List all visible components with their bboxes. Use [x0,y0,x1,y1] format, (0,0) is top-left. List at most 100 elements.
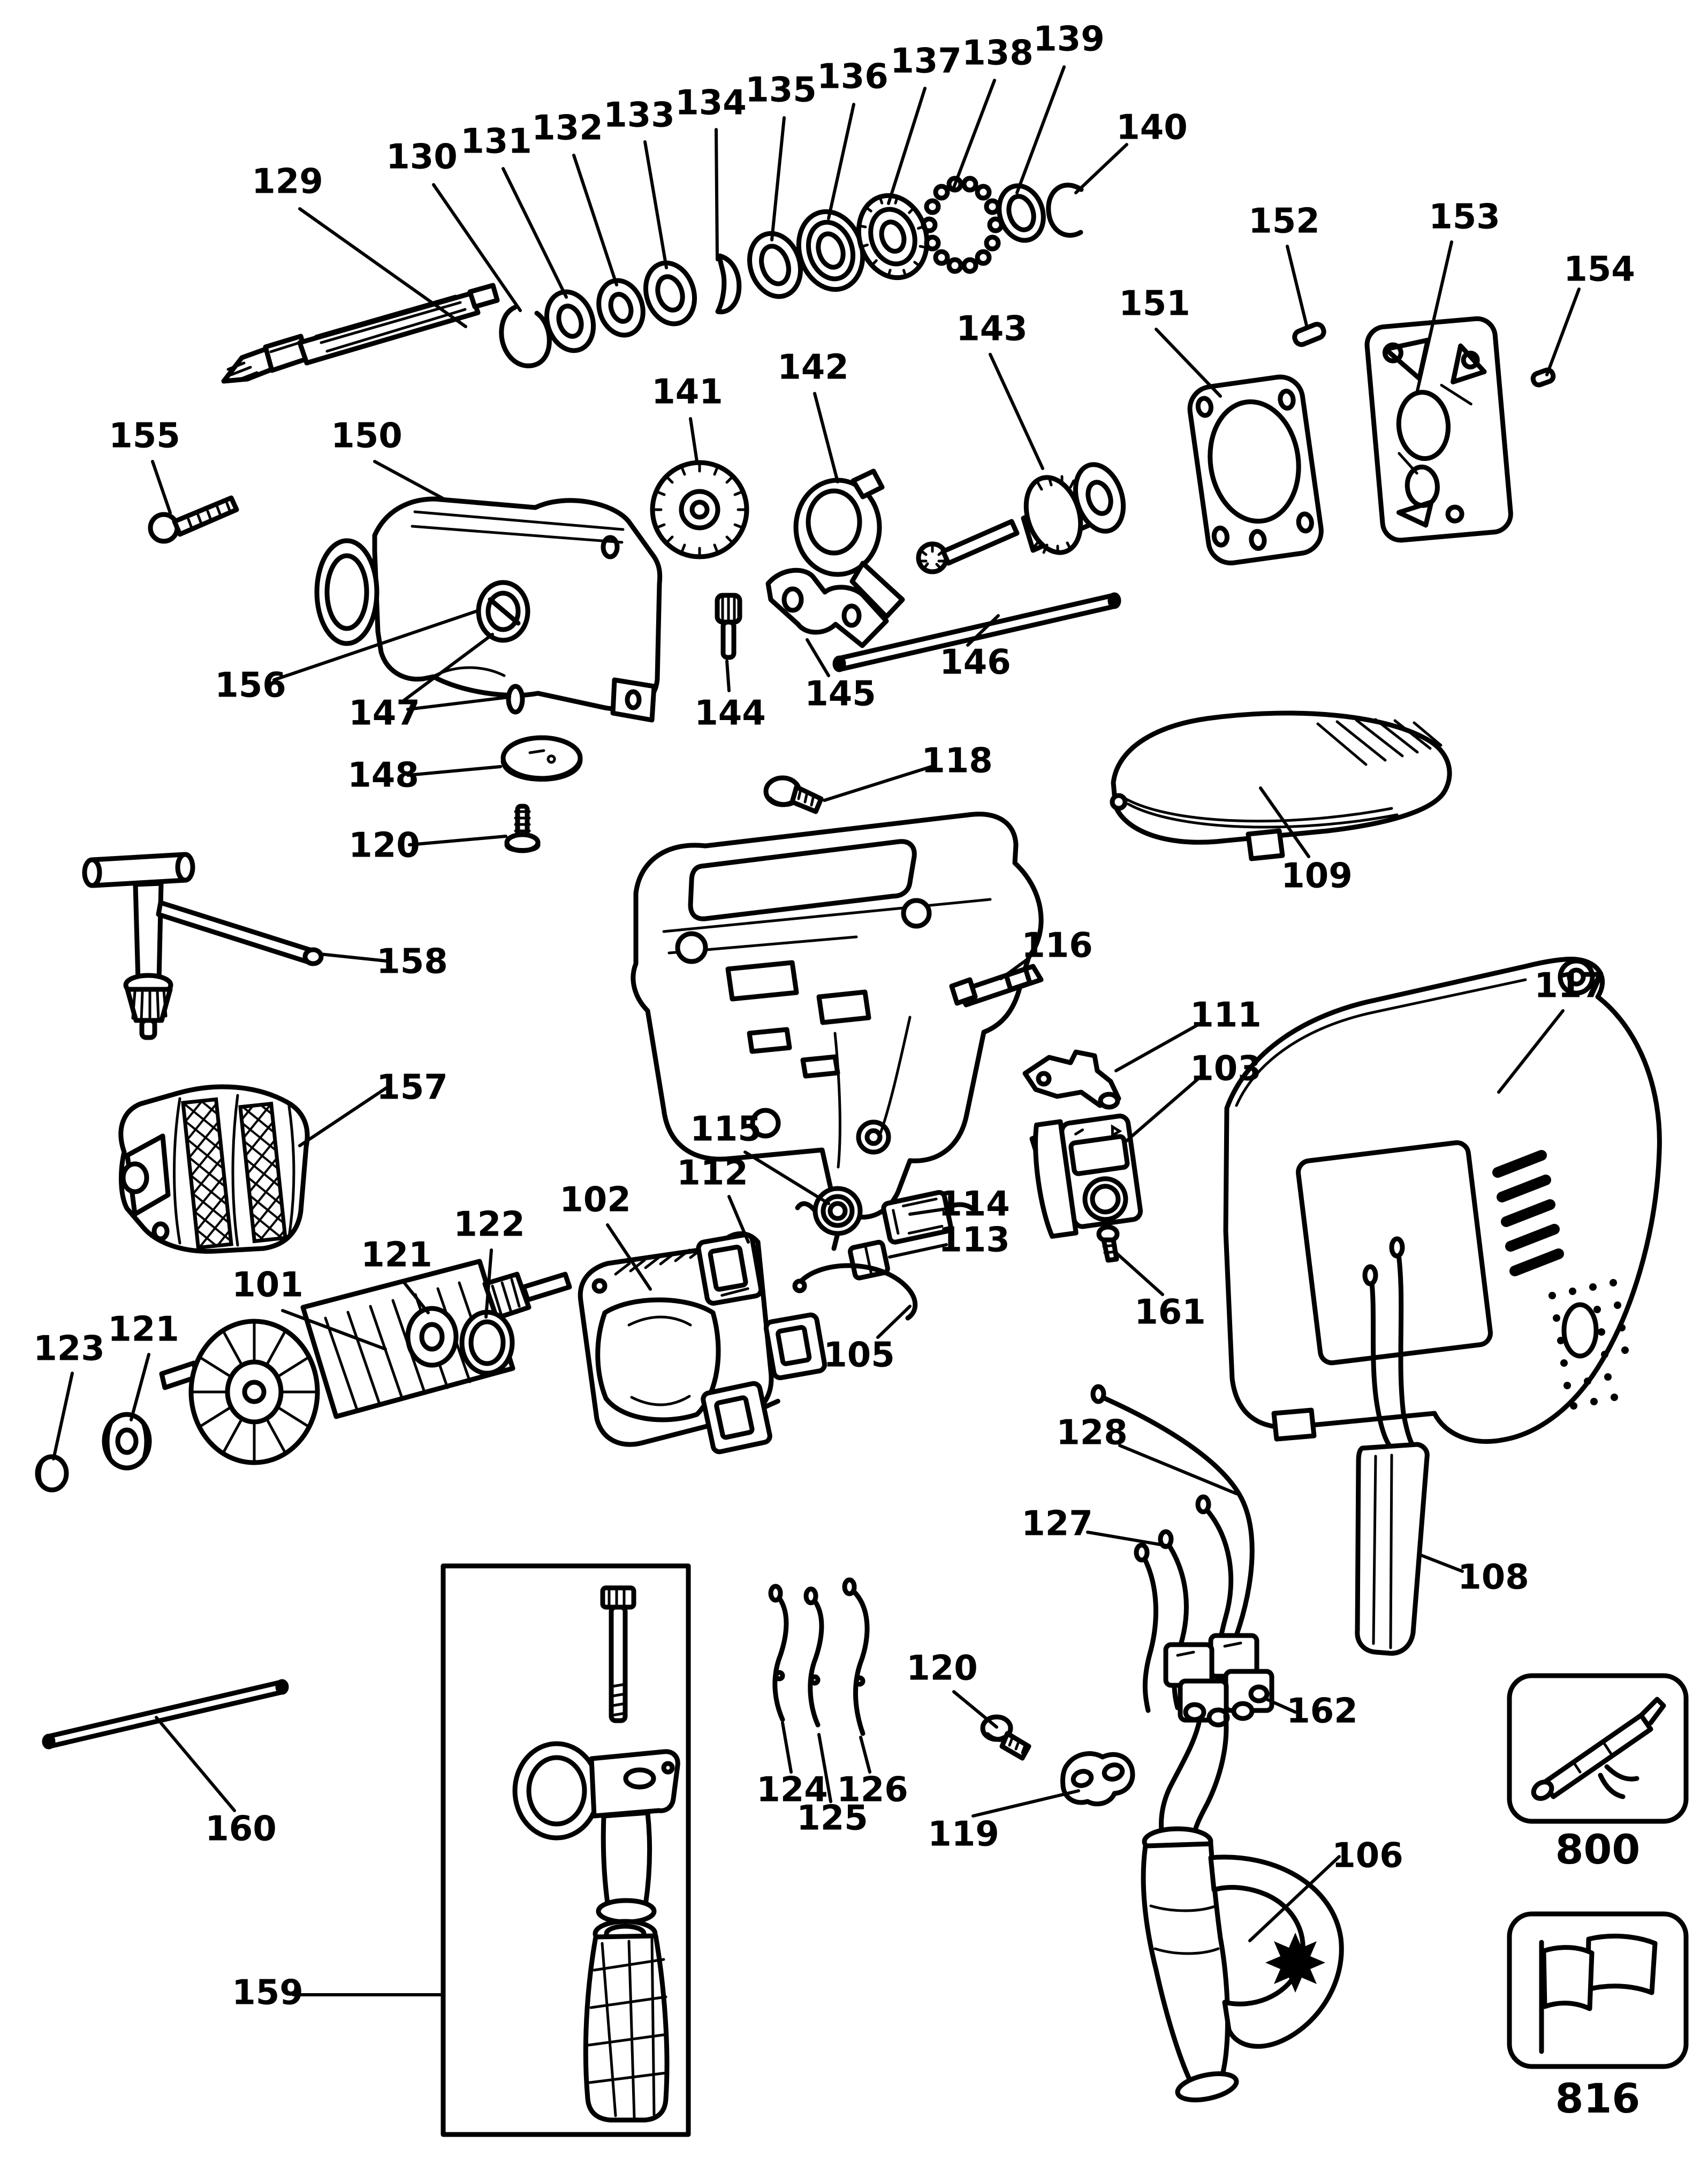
leader-line-109 [1259,786,1310,858]
part-145-fork-drawing [765,567,889,648]
part-114-brush-drawing [881,1190,978,1245]
leader-line-127 [1086,1531,1171,1548]
part-129-spindle-drawing [221,283,500,384]
leader-line-128 [1118,1444,1238,1495]
leader-line-160 [155,1716,236,1812]
leader-line-133 [643,140,668,269]
part-number-114: 114 [938,1185,1010,1224]
part-153-bearing-plate-drawing [1364,316,1513,543]
leader-line-145 [806,638,830,677]
leader-line-144 [725,660,731,692]
leader-line-154 [1545,287,1581,376]
part-138-ball-ring-drawing [921,176,1004,274]
leader-line-120 [952,1690,998,1729]
part-number-117: 117 [1534,966,1606,1006]
part-number-156: 156 [215,666,286,706]
part-number-162: 162 [1286,1692,1358,1731]
part-drawings: 800 816 [35,176,1689,2137]
part-number-140: 140 [1116,108,1188,148]
part-number-132: 132 [532,109,603,148]
part-116-slide-button-drawing [949,964,1044,1008]
leader-line-111 [1114,1022,1202,1072]
part-number-111: 111 [1190,996,1262,1035]
part-105-lead-wire-drawing [701,1263,918,1455]
part-139-ring-drawing [997,183,1046,243]
part-number-146: 146 [939,643,1011,683]
part-159-side-handle-kit-drawing [441,1563,691,2137]
part-number-144: 144 [694,694,766,733]
leader-line-132 [572,154,618,286]
leader-line-136 [827,103,855,220]
part-number-138: 138 [962,34,1034,73]
part-144-detent-drawing [715,593,742,660]
leader-line-155 [151,460,172,514]
leader-line-146 [966,614,1000,647]
part-number-141: 141 [651,373,723,412]
leader-line-101 [281,1309,387,1351]
part-number-106: 106 [1332,1836,1403,1876]
leader-line-147 [403,633,494,702]
leader-line-108 [1419,1554,1464,1573]
part-number-121: 121 [361,1236,432,1275]
part-146-rod-drawing [832,592,1121,672]
part-157-chuck-drawing [118,1084,310,1254]
leader-line-112 [727,1195,750,1244]
leader-line-153 [1416,240,1453,392]
part-number-154: 154 [1563,250,1635,290]
part-number-134: 134 [675,84,747,123]
leader-line-162 [1263,1697,1297,1714]
leader-line-157 [298,1086,388,1147]
part-number-142: 142 [777,348,849,388]
part-number-120: 120 [348,826,420,866]
leader-line-102 [606,1223,652,1291]
leader-line-121 [401,1279,430,1314]
kit-box-800: 800 [1507,1673,1689,1873]
leader-line-121 [130,1353,150,1421]
part-121-washer-mid-drawing [405,1306,459,1368]
part-119-cord-clamp-drawing [1060,1751,1135,1807]
part-number-112: 112 [677,1154,748,1193]
leader-line-151 [1155,328,1222,398]
part-number-116: 116 [1021,926,1093,966]
leader-line-129 [298,207,467,328]
leader-line-113 [888,1243,948,1259]
leader-line-130 [432,183,522,312]
leader-line-124 [781,1721,793,1774]
leader-line-118 [823,765,933,802]
part-number-126: 126 [837,1770,908,1810]
part-154-pin-drawing [1530,367,1556,388]
part-number-108: 108 [1458,1558,1529,1598]
leader-line-125 [817,1733,832,1803]
part-number-102: 102 [559,1180,631,1220]
leader-line-143 [989,353,1044,470]
part-142-cam-drawing [793,468,905,619]
kit-number-800: 800 [1555,1826,1641,1873]
part-140-snap-ring-drawing [1046,183,1084,238]
part-number-131: 131 [460,122,532,162]
part-131-washer-drawing [544,289,596,353]
part-160-depth-rod-drawing [42,1679,289,1750]
part-number-124: 124 [756,1770,828,1810]
leader-line-150 [373,460,449,502]
part-132-washer-drawing [596,278,646,338]
leader-line-106 [1248,1855,1341,1942]
part-141-gear-drawing [650,460,749,559]
part-number-153: 153 [1429,198,1500,237]
leader-line-148 [406,765,502,777]
part-number-123: 123 [33,1329,105,1369]
part-number-155: 155 [109,417,180,456]
leader-line-126 [859,1736,871,1774]
part-number-101: 101 [232,1266,303,1305]
part-number-159: 159 [232,1973,303,2013]
part-number-158: 158 [376,942,448,982]
part-103-switch-drawing [1033,1114,1143,1239]
part-number-133: 133 [603,96,675,135]
part-143-pinion-gear-drawing [916,462,1126,574]
leader-line-117 [1497,1009,1565,1094]
part-148-cap-drawing [500,735,583,782]
part-number-157: 157 [376,1068,448,1108]
part-number-103: 103 [1190,1049,1262,1089]
leader-line-138 [951,79,996,192]
